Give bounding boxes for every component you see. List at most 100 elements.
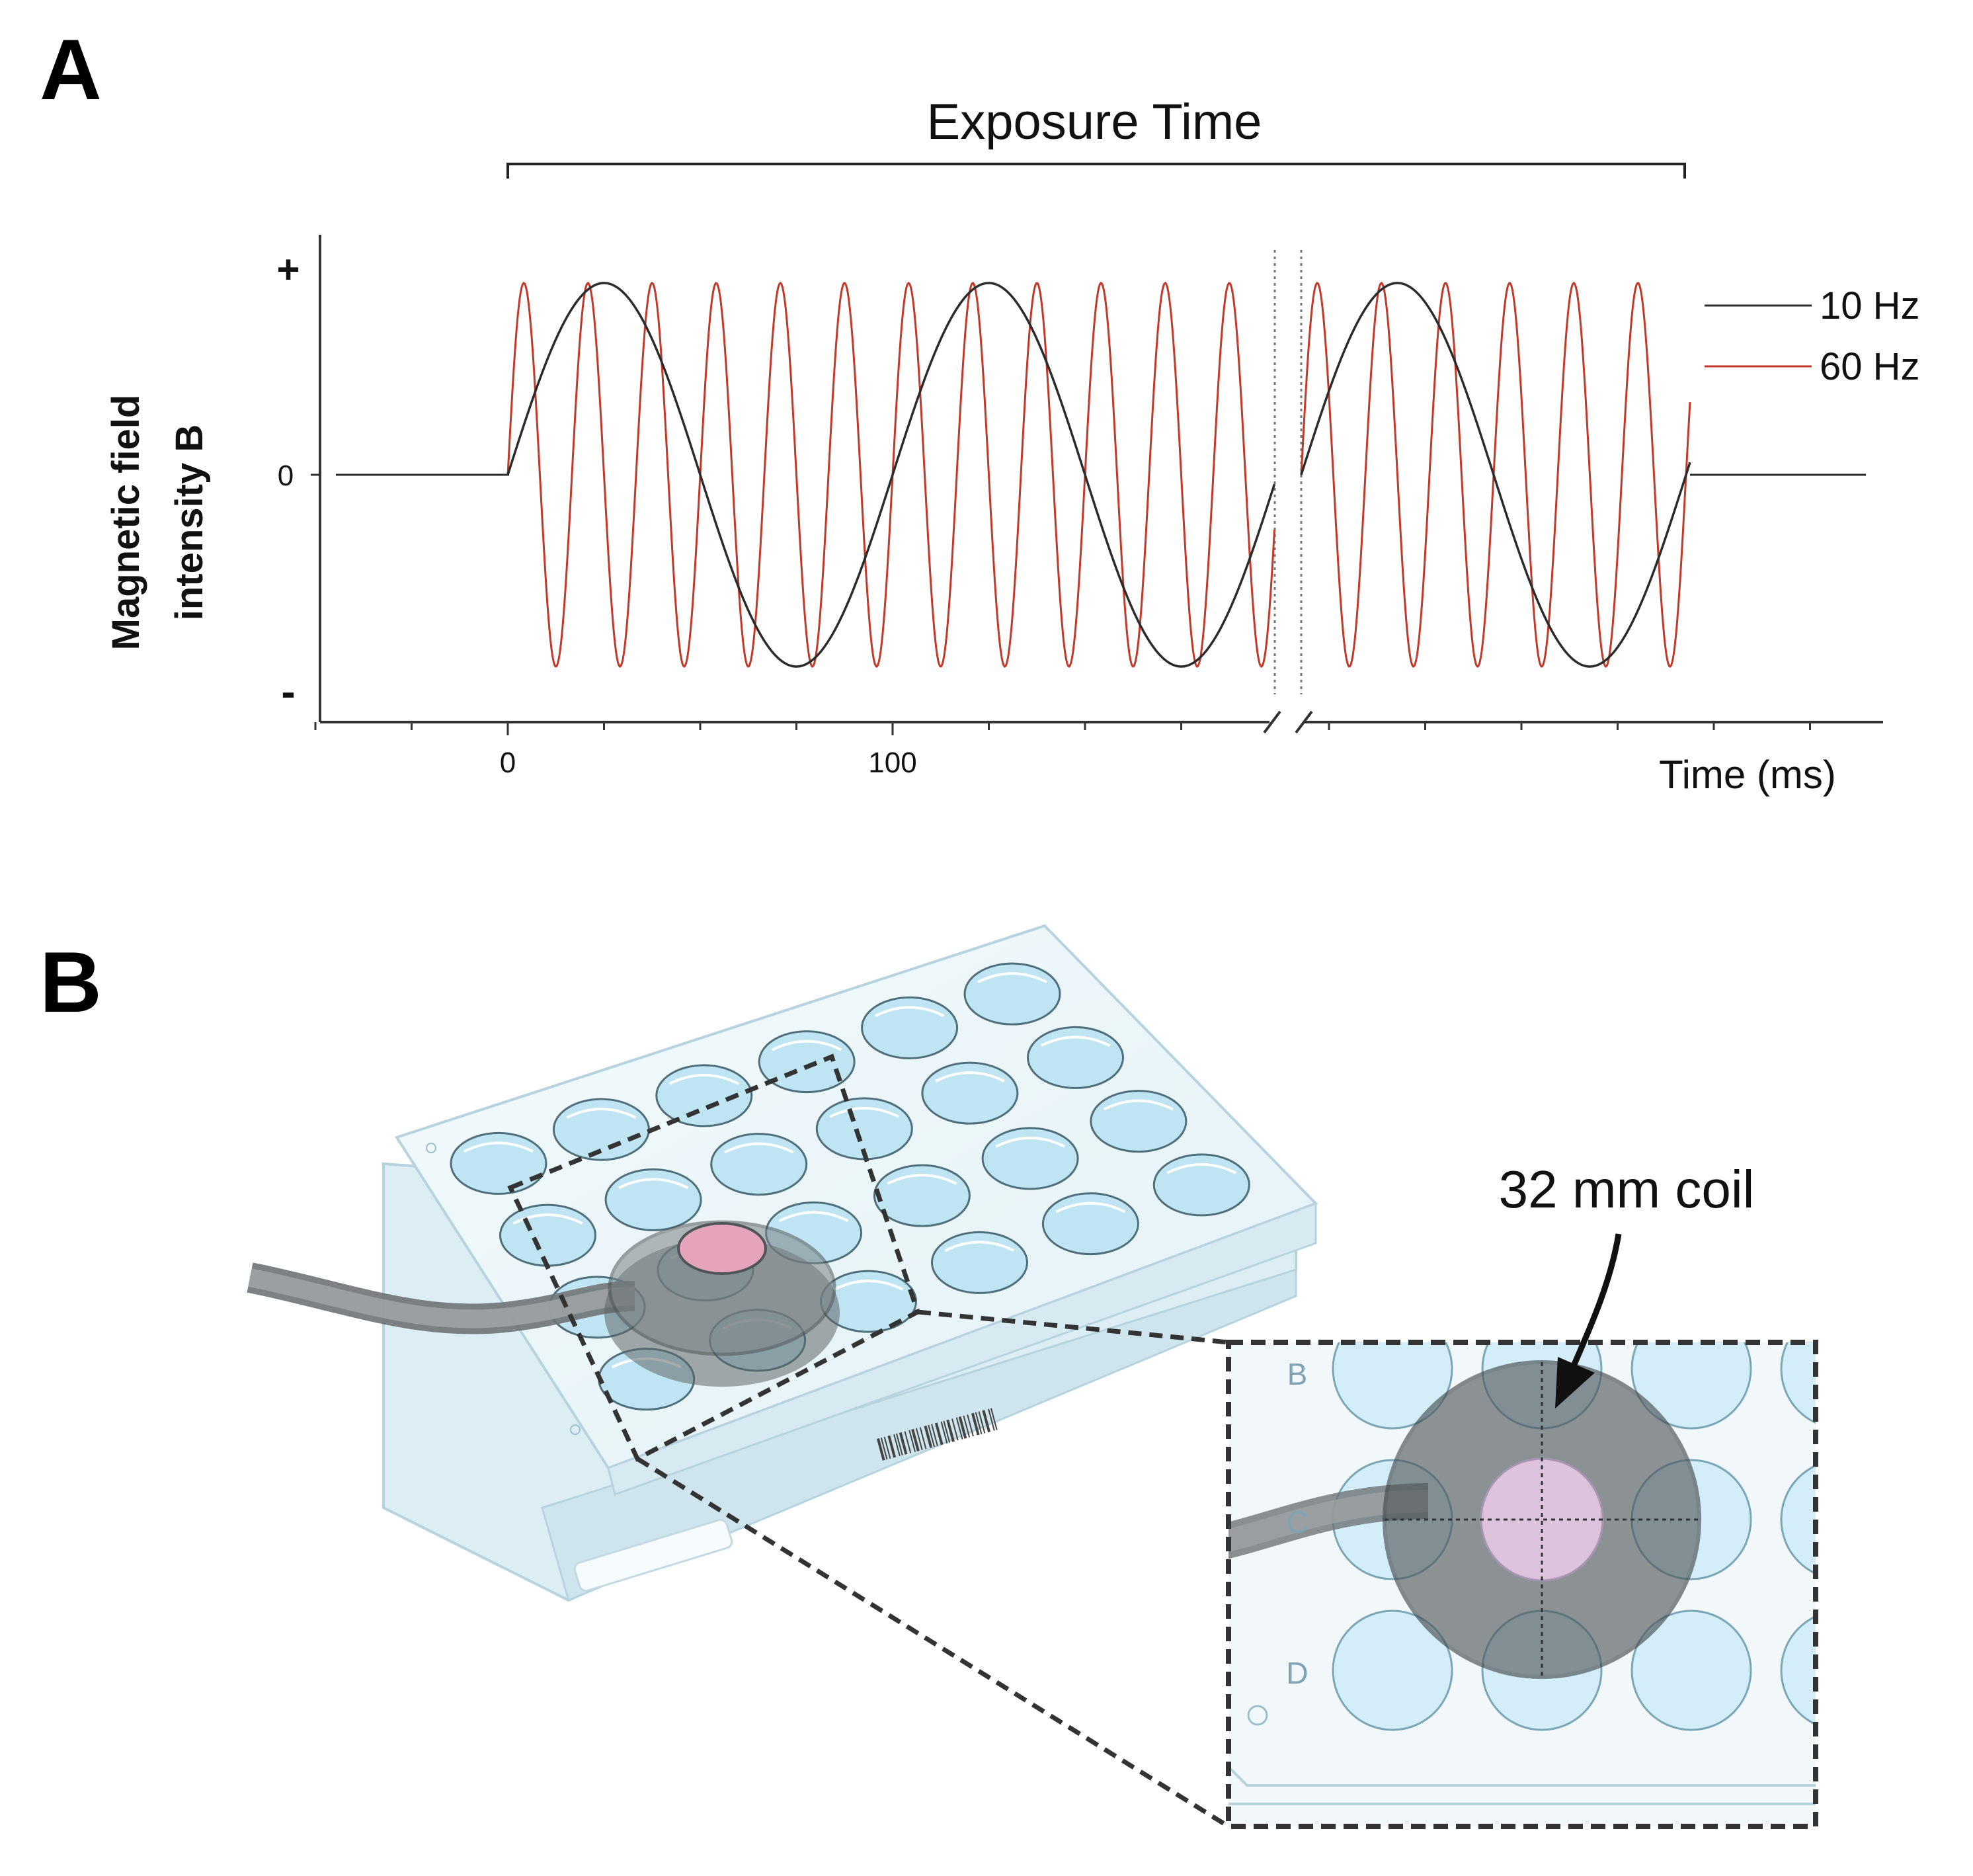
barcode-bar (951, 1418, 959, 1441)
x-axis-label: Time (ms) (1659, 753, 1836, 797)
plate-well-highlight (1055, 1202, 1126, 1213)
y-tick-zero: 0 (278, 460, 294, 492)
barcode-bar (931, 1424, 938, 1446)
plate-well-highlight (934, 1071, 1005, 1082)
plate-label-strip (573, 1518, 733, 1592)
plate-well-highlight (778, 1211, 849, 1223)
barcode-bar (919, 1427, 927, 1449)
barcode-bar (958, 1416, 967, 1439)
plate-well-highlight (995, 1136, 1066, 1148)
barcode-bar (975, 1412, 983, 1434)
row-label-c: C (1286, 1505, 1308, 1539)
barcode (877, 1408, 998, 1461)
plate-well-highlight (618, 1178, 689, 1190)
coil-cable-highlight (248, 1268, 635, 1328)
plate-well-highlight (829, 1106, 900, 1118)
plate-well-highlight (512, 1213, 583, 1225)
inset-well (1780, 1615, 1816, 1726)
barcode-bar (904, 1431, 912, 1453)
coil-3d (604, 1220, 840, 1387)
series-10hz-segment-2 (1300, 282, 1691, 668)
y-tick-plus: + (276, 247, 300, 292)
exposure-bracket (506, 163, 1686, 179)
barcode-bar (911, 1428, 920, 1451)
barcode-bar (988, 1408, 995, 1431)
barcode-bar (915, 1428, 923, 1451)
zoom-connector-top (917, 1309, 1229, 1345)
axis-break-marks (1263, 710, 1313, 734)
legend: 10 Hz 60 Hz (1705, 284, 1920, 388)
inset-well (1631, 1610, 1752, 1731)
series-60hz-segment-2 (1300, 281, 1691, 669)
barcode-bar (928, 1424, 936, 1448)
coil-arrow-head (1555, 1357, 1595, 1408)
series-10hz-segment-1 (506, 282, 1276, 668)
barcode-bar (946, 1419, 955, 1442)
inset-well (1780, 1464, 1816, 1575)
y-axis-label: Magnetic field intensity B (104, 395, 211, 651)
barcode-bar (982, 1410, 991, 1433)
legend-10hz-label: 10 Hz (1820, 284, 1920, 327)
barcode-bar (990, 1408, 998, 1430)
inset-dashed-border (1226, 1340, 1818, 1829)
plate-well-highlight (566, 1108, 637, 1119)
barcode-bar (877, 1438, 885, 1461)
plate-well-highlight (977, 972, 1047, 983)
barcode-bar (887, 1435, 897, 1458)
inset-well (1332, 1610, 1453, 1731)
inset-well (1780, 1342, 1816, 1424)
y-tick-minus: - (281, 668, 295, 715)
row-label-b: B (1287, 1357, 1308, 1391)
barcode-bar (893, 1434, 901, 1457)
plate-well-highlight (1103, 1099, 1174, 1111)
series-60hz-segment-1 (506, 281, 1275, 669)
plate-well-highlight (723, 1142, 794, 1154)
target-well (677, 1222, 767, 1275)
row-label-d: D (1286, 1656, 1308, 1690)
plate-well-highlight (1166, 1162, 1237, 1174)
barcode-bar (963, 1415, 971, 1438)
inset-plate-edge (1228, 1766, 1816, 1787)
panel-b-label: B (40, 934, 102, 1030)
barcode-bar (955, 1417, 963, 1440)
plate-corner-dot (426, 1143, 436, 1153)
plate-top-edge (607, 1202, 1317, 1496)
plate-well-highlight (944, 1241, 1015, 1252)
barcode-bar (908, 1430, 916, 1452)
exposure-time-label: Exposure Time (927, 94, 1262, 150)
x-tick-100: 100 (868, 747, 916, 779)
well-plate (382, 924, 1318, 1602)
zoom-connector-bottom (636, 1457, 1230, 1828)
barcode-bar (899, 1432, 908, 1455)
x-ticks (314, 722, 1811, 735)
barcode-bar (967, 1414, 974, 1437)
plate-well-highlight (772, 1040, 842, 1051)
barcode-bar (895, 1433, 903, 1456)
barcode-bar (940, 1421, 948, 1444)
barcode-bar (924, 1425, 933, 1448)
plate-well-highlight (887, 1174, 957, 1185)
panel-a-label: A (40, 21, 102, 118)
inset-well (1332, 1342, 1453, 1430)
plate-corner-dot (570, 1424, 581, 1435)
barcode-bar (883, 1436, 891, 1459)
x-tick-0: 0 (500, 747, 516, 779)
plate-well-highlight (668, 1073, 739, 1085)
inset-well (1631, 1342, 1752, 1430)
legend-60hz-label: 60 Hz (1820, 345, 1920, 388)
plate-well-highlight (833, 1280, 904, 1291)
coil-label: 32 mm coil (1499, 1160, 1755, 1219)
barcode-bar (971, 1412, 980, 1436)
barcode-bar (880, 1437, 888, 1460)
plate-well-highlight (1040, 1036, 1111, 1047)
barcode-bar (943, 1420, 951, 1443)
barcode-bar (934, 1422, 944, 1446)
barcode-bar (978, 1411, 986, 1434)
zoom-inset: B C D (1226, 1340, 1818, 1829)
plate-well-highlight (874, 1006, 945, 1018)
plate-well-highlight (463, 1141, 534, 1153)
inset-corner-dot (1247, 1705, 1268, 1726)
y-label-line1: Magnetic field (104, 395, 147, 651)
y-label-line2: intensity B (168, 425, 211, 621)
